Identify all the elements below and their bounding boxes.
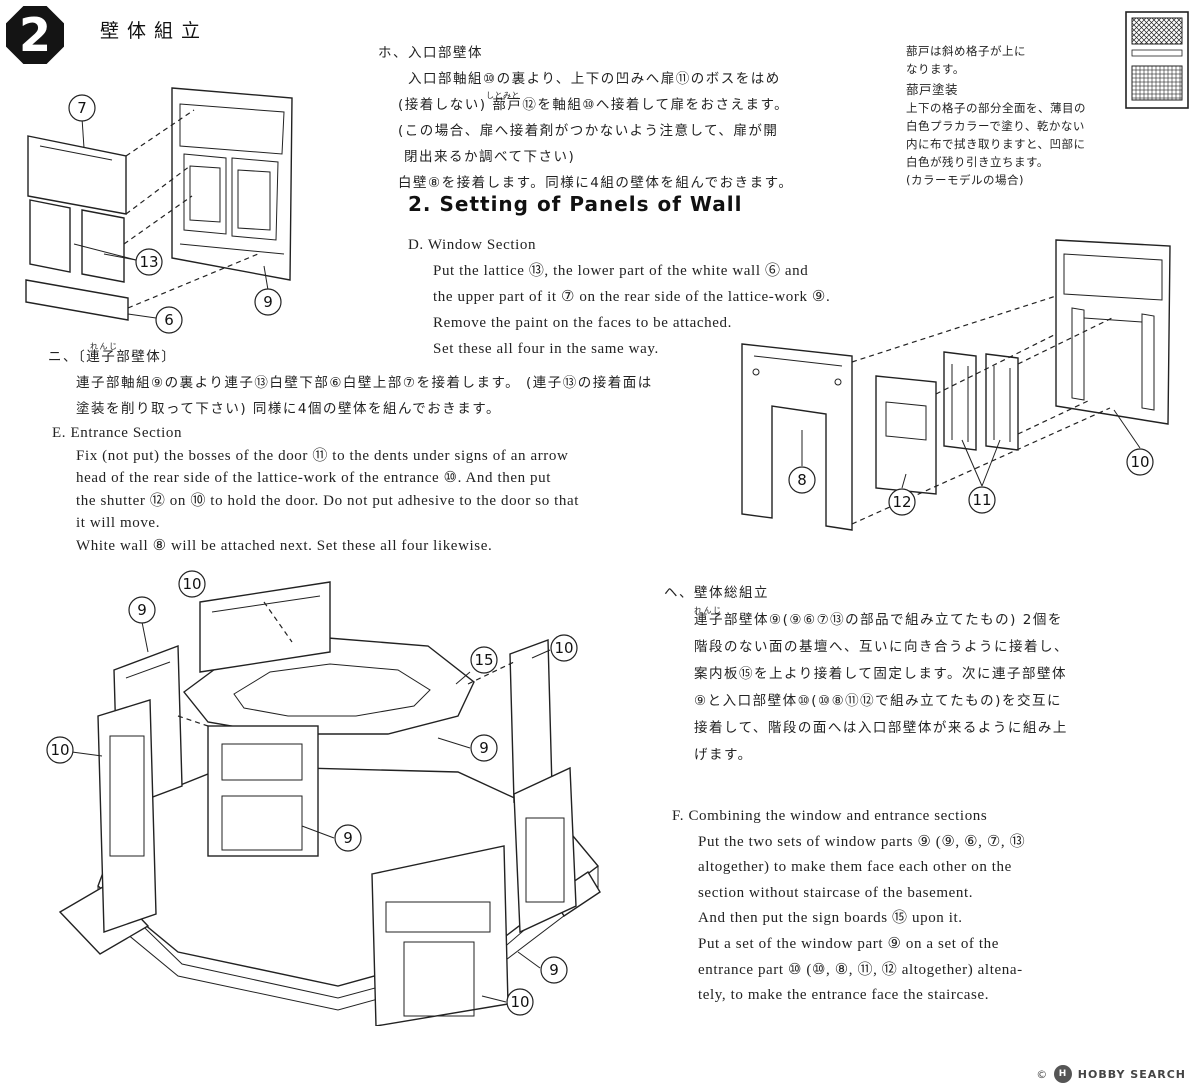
callout-12 [888,488,916,516]
shitomido-panel-icon [1124,10,1190,110]
hobby-search-logo-icon: H [1053,1065,1072,1083]
entrance-frame-10 [1055,239,1171,425]
svg-text:8: 8 [797,471,807,489]
full-wall-assembly-figure: 10 9 15 10 10 9 9 9 10 [38,566,618,1026]
ruby-renji-1: れんじ [90,342,119,351]
door-11a [943,351,977,451]
section-heading-en: 2. Setting of Panels of Wall [408,192,743,216]
callout-11 [968,486,996,514]
door-11b [985,353,1019,451]
step-number-badge: 2 [6,6,64,64]
combine-en-heading: F. Combining the window and entrance sec… [672,808,988,824]
hobby-search-watermark: © H HOBBY SEARCH [1036,1065,1186,1083]
callout-7 [68,94,96,122]
callout-asm-10-top [178,570,206,598]
callout-asm-9-left [128,596,156,624]
lower-white-wall-6 [25,279,129,321]
window-en-heading: D. Window Section [408,237,537,253]
watermark-text: HOBBY SEARCH [1077,1067,1186,1081]
combine-en-instructions: F. Combining the window and entrance sec… [672,804,1025,1009]
page-title: 壁体組立 [100,20,209,42]
combine-jp-instructions: ヘ、壁体総組立 れんじ 連子部壁体⑨(⑨⑥⑦⑬の部品で組み立てたもの) 2個を … [664,580,1069,769]
front-entrance-panel-10 [371,845,509,1026]
window-jp-heading: ニ、〔連子部壁体〕 [48,349,177,365]
svg-text:10: 10 [50,741,69,759]
svg-text:13: 13 [139,253,158,271]
entrance-jp-heading: ホ、入口部壁体 [378,45,483,61]
window-jp-instructions: れんじ ニ、〔連子部壁体〕 連子部軸組⑨の裏より連子⑬白壁下部⑥白壁上部⑦を接着… [48,342,653,422]
ruby-shitomido: しとみと [486,91,520,100]
shutter-12 [875,375,937,495]
callout-asm-10-front [506,988,534,1016]
entrance-jp-instructions: ホ、入口部壁体 入口部軸組⑩の裏より、上下の凹みへ扉⑪のボスをはめ しとみと (… [378,40,793,196]
svg-text:9: 9 [343,829,353,847]
rear-entrance-panel [199,581,331,673]
callout-asm-9-center [334,824,362,852]
inner-window-wall [207,725,319,857]
callout-asm-9-right [540,956,568,984]
callout-asm-10-left [46,736,74,764]
svg-text:10: 10 [510,993,529,1011]
svg-text:6: 6 [164,311,174,329]
window-en-instructions: D. Window Section Put the lattice ⑬, the… [408,232,830,362]
lattice-panel-13a [29,199,71,273]
entrance-section-exploded-figure: 8 12 11 10 [730,234,1190,534]
callout-6 [155,306,183,334]
left-entrance-panel-10 [97,699,157,933]
right-entrance-panel-10-top [509,639,553,803]
right-window-panel [513,766,577,934]
callout-asm-15 [470,646,498,674]
svg-text:10: 10 [182,575,201,593]
svg-text:9: 9 [479,739,489,757]
window-section-exploded-figure: 7 13 6 9 [14,84,304,336]
callout-asm-10-right [550,634,578,662]
callout-8 [788,466,816,494]
svg-text:9: 9 [137,601,147,619]
svg-text:11: 11 [972,491,991,509]
copyright-mark: © [1036,1067,1048,1081]
svg-text:7: 7 [77,99,87,117]
white-wall-8 [741,343,853,531]
svg-text:9: 9 [263,293,273,311]
svg-text:15: 15 [474,651,493,669]
callout-asm-9-mid [470,734,498,762]
svg-text:12: 12 [892,493,911,511]
ruby-renji-2: れんじ [694,606,723,615]
entrance-en-instructions: E. Entrance Section Fix (not put) the bo… [52,422,579,557]
svg-text:10: 10 [554,639,573,657]
entrance-en-heading: E. Entrance Section [52,425,183,441]
svg-text:10: 10 [1130,453,1149,471]
combine-jp-heading: ヘ、壁体総組立 [664,585,769,601]
shitomido-note: 蔀戸は斜め格子が上に なります。 蔀戸塗装 上下の格子の部分全面を、薄目の 白色… [906,44,1086,187]
callout-10 [1126,448,1154,476]
lattice-panel-13b [81,209,125,283]
callout-9 [254,288,282,316]
callout-13 [135,248,163,276]
svg-text:9: 9 [549,961,559,979]
